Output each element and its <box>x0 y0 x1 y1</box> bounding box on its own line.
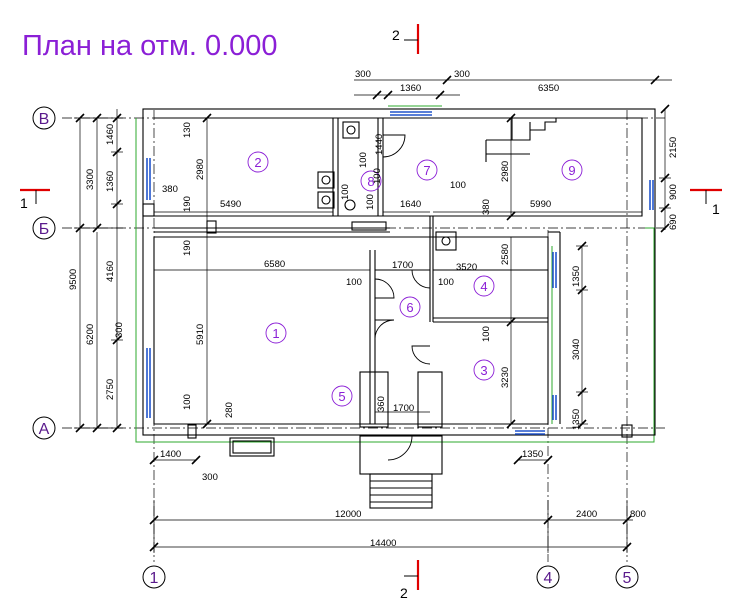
dim-label: 2750 <box>105 379 116 400</box>
room-number-8: 8 <box>367 174 374 189</box>
axis-bubble-a <box>32 416 56 440</box>
dim-label: 300 <box>454 69 470 80</box>
axis-bubbles <box>32 106 639 589</box>
plan-title: План на отм. 0.000 <box>22 30 278 62</box>
dimension-ticks <box>75 75 670 552</box>
section-label-bottom: 2 <box>400 585 408 601</box>
dim-label: 3520 <box>456 262 477 273</box>
dim-label: 1700 <box>392 260 413 271</box>
dim-label: 360 <box>376 396 387 412</box>
dim-label: 1460 <box>105 124 116 145</box>
dim-label: 12000 <box>335 509 361 520</box>
dim-label: 690 <box>668 214 679 230</box>
axis-label-v: В <box>39 111 50 128</box>
dim-label: 100 <box>346 277 362 288</box>
dim-label: 1700 <box>393 403 414 414</box>
dim-label: 100 <box>438 277 454 288</box>
dim-label: 2980 <box>195 159 206 180</box>
room-number-4: 4 <box>480 279 487 294</box>
dim-label: 900 <box>668 184 679 200</box>
section-labels: 2 2 1 1 <box>20 27 720 601</box>
windows <box>146 111 654 435</box>
section-label-left: 1 <box>20 195 28 211</box>
insulation-outline <box>135 105 655 443</box>
dim-label: 1360 <box>105 171 116 192</box>
dim-label: 380 <box>162 184 178 195</box>
dim-label: 100 <box>340 184 351 200</box>
dim-label: 3300 <box>85 169 96 190</box>
vertical-dimension-labels: 9500 3300 6200 1460 1360 4160 2750 300 2… <box>68 122 679 430</box>
section-arrows <box>35 39 707 577</box>
dim-label: 6200 <box>85 324 96 345</box>
dim-label: 5910 <box>195 324 206 345</box>
room-number-5: 5 <box>338 389 345 404</box>
dim-label: 280 <box>224 402 235 418</box>
dim-label: 380 <box>481 199 492 215</box>
dim-label: 1640 <box>400 199 421 210</box>
axis-label-1: 1 <box>150 570 159 587</box>
room-number-3: 3 <box>480 363 487 378</box>
dim-label: 6580 <box>264 259 285 270</box>
room-number-7: 7 <box>423 163 430 178</box>
dim-label: 1350 <box>522 449 543 460</box>
dim-label: 3040 <box>571 339 582 360</box>
dim-label: 9500 <box>68 269 79 290</box>
dim-label: 2400 <box>576 509 597 520</box>
room-number-6: 6 <box>406 300 413 315</box>
walls <box>142 108 656 509</box>
dim-label: 6350 <box>538 83 559 94</box>
axis-bubble-1 <box>142 565 166 589</box>
dim-label: 190 <box>182 240 193 256</box>
axis-bubble-b <box>32 216 56 240</box>
dimension-lines <box>74 79 672 553</box>
section-label-top: 2 <box>392 27 400 43</box>
axis-label-4: 4 <box>544 570 553 587</box>
dim-label: 1350 <box>571 409 582 430</box>
dim-label: 3230 <box>500 367 511 388</box>
dim-label: 300 <box>202 472 218 483</box>
dim-label: 5490 <box>220 199 241 210</box>
dim-label: 2150 <box>668 137 679 158</box>
dim-label: 100 <box>450 180 466 191</box>
axis-label-5: 5 <box>623 570 632 587</box>
dim-label: 1400 <box>160 449 181 460</box>
dim-label: 2580 <box>500 244 511 265</box>
axis-bubble-5 <box>615 565 639 589</box>
axis-label-b: Б <box>39 221 50 238</box>
dim-label: 100 <box>182 394 193 410</box>
axis-label-a: А <box>39 421 50 438</box>
axis-bubble-v <box>32 106 56 130</box>
dim-label: 2980 <box>500 161 511 182</box>
dim-label: 14400 <box>370 538 396 549</box>
axis-labels: В Б А 1 4 5 <box>39 111 632 587</box>
axis-bubble-4 <box>536 565 560 589</box>
dim-label: 4160 <box>105 261 116 282</box>
dim-label: 190 <box>182 196 193 212</box>
dim-label: 300 <box>114 322 125 338</box>
section-label-right: 1 <box>712 201 720 217</box>
dim-label: 1350 <box>571 266 582 287</box>
room-numbers: 1 2 3 4 5 6 7 8 9 <box>254 155 575 404</box>
dim-label: 100 <box>358 152 369 168</box>
dim-label: 1440 <box>374 134 385 155</box>
dim-label: 100 <box>372 168 383 184</box>
dim-label: 130 <box>182 122 193 138</box>
dim-label: 1360 <box>400 83 421 94</box>
room-bubbles <box>247 151 583 407</box>
dim-label: 100 <box>365 194 376 210</box>
dim-label: 300 <box>355 69 371 80</box>
dimension-labels: 300 1360 300 6350 14400 12000 2400 800 1… <box>160 69 646 549</box>
dim-label: 800 <box>630 509 646 520</box>
dim-label: 5990 <box>530 199 551 210</box>
room-number-9: 9 <box>568 163 575 178</box>
dim-label: 100 <box>481 326 492 342</box>
room-number-1: 1 <box>272 326 279 341</box>
room-number-2: 2 <box>254 155 261 170</box>
